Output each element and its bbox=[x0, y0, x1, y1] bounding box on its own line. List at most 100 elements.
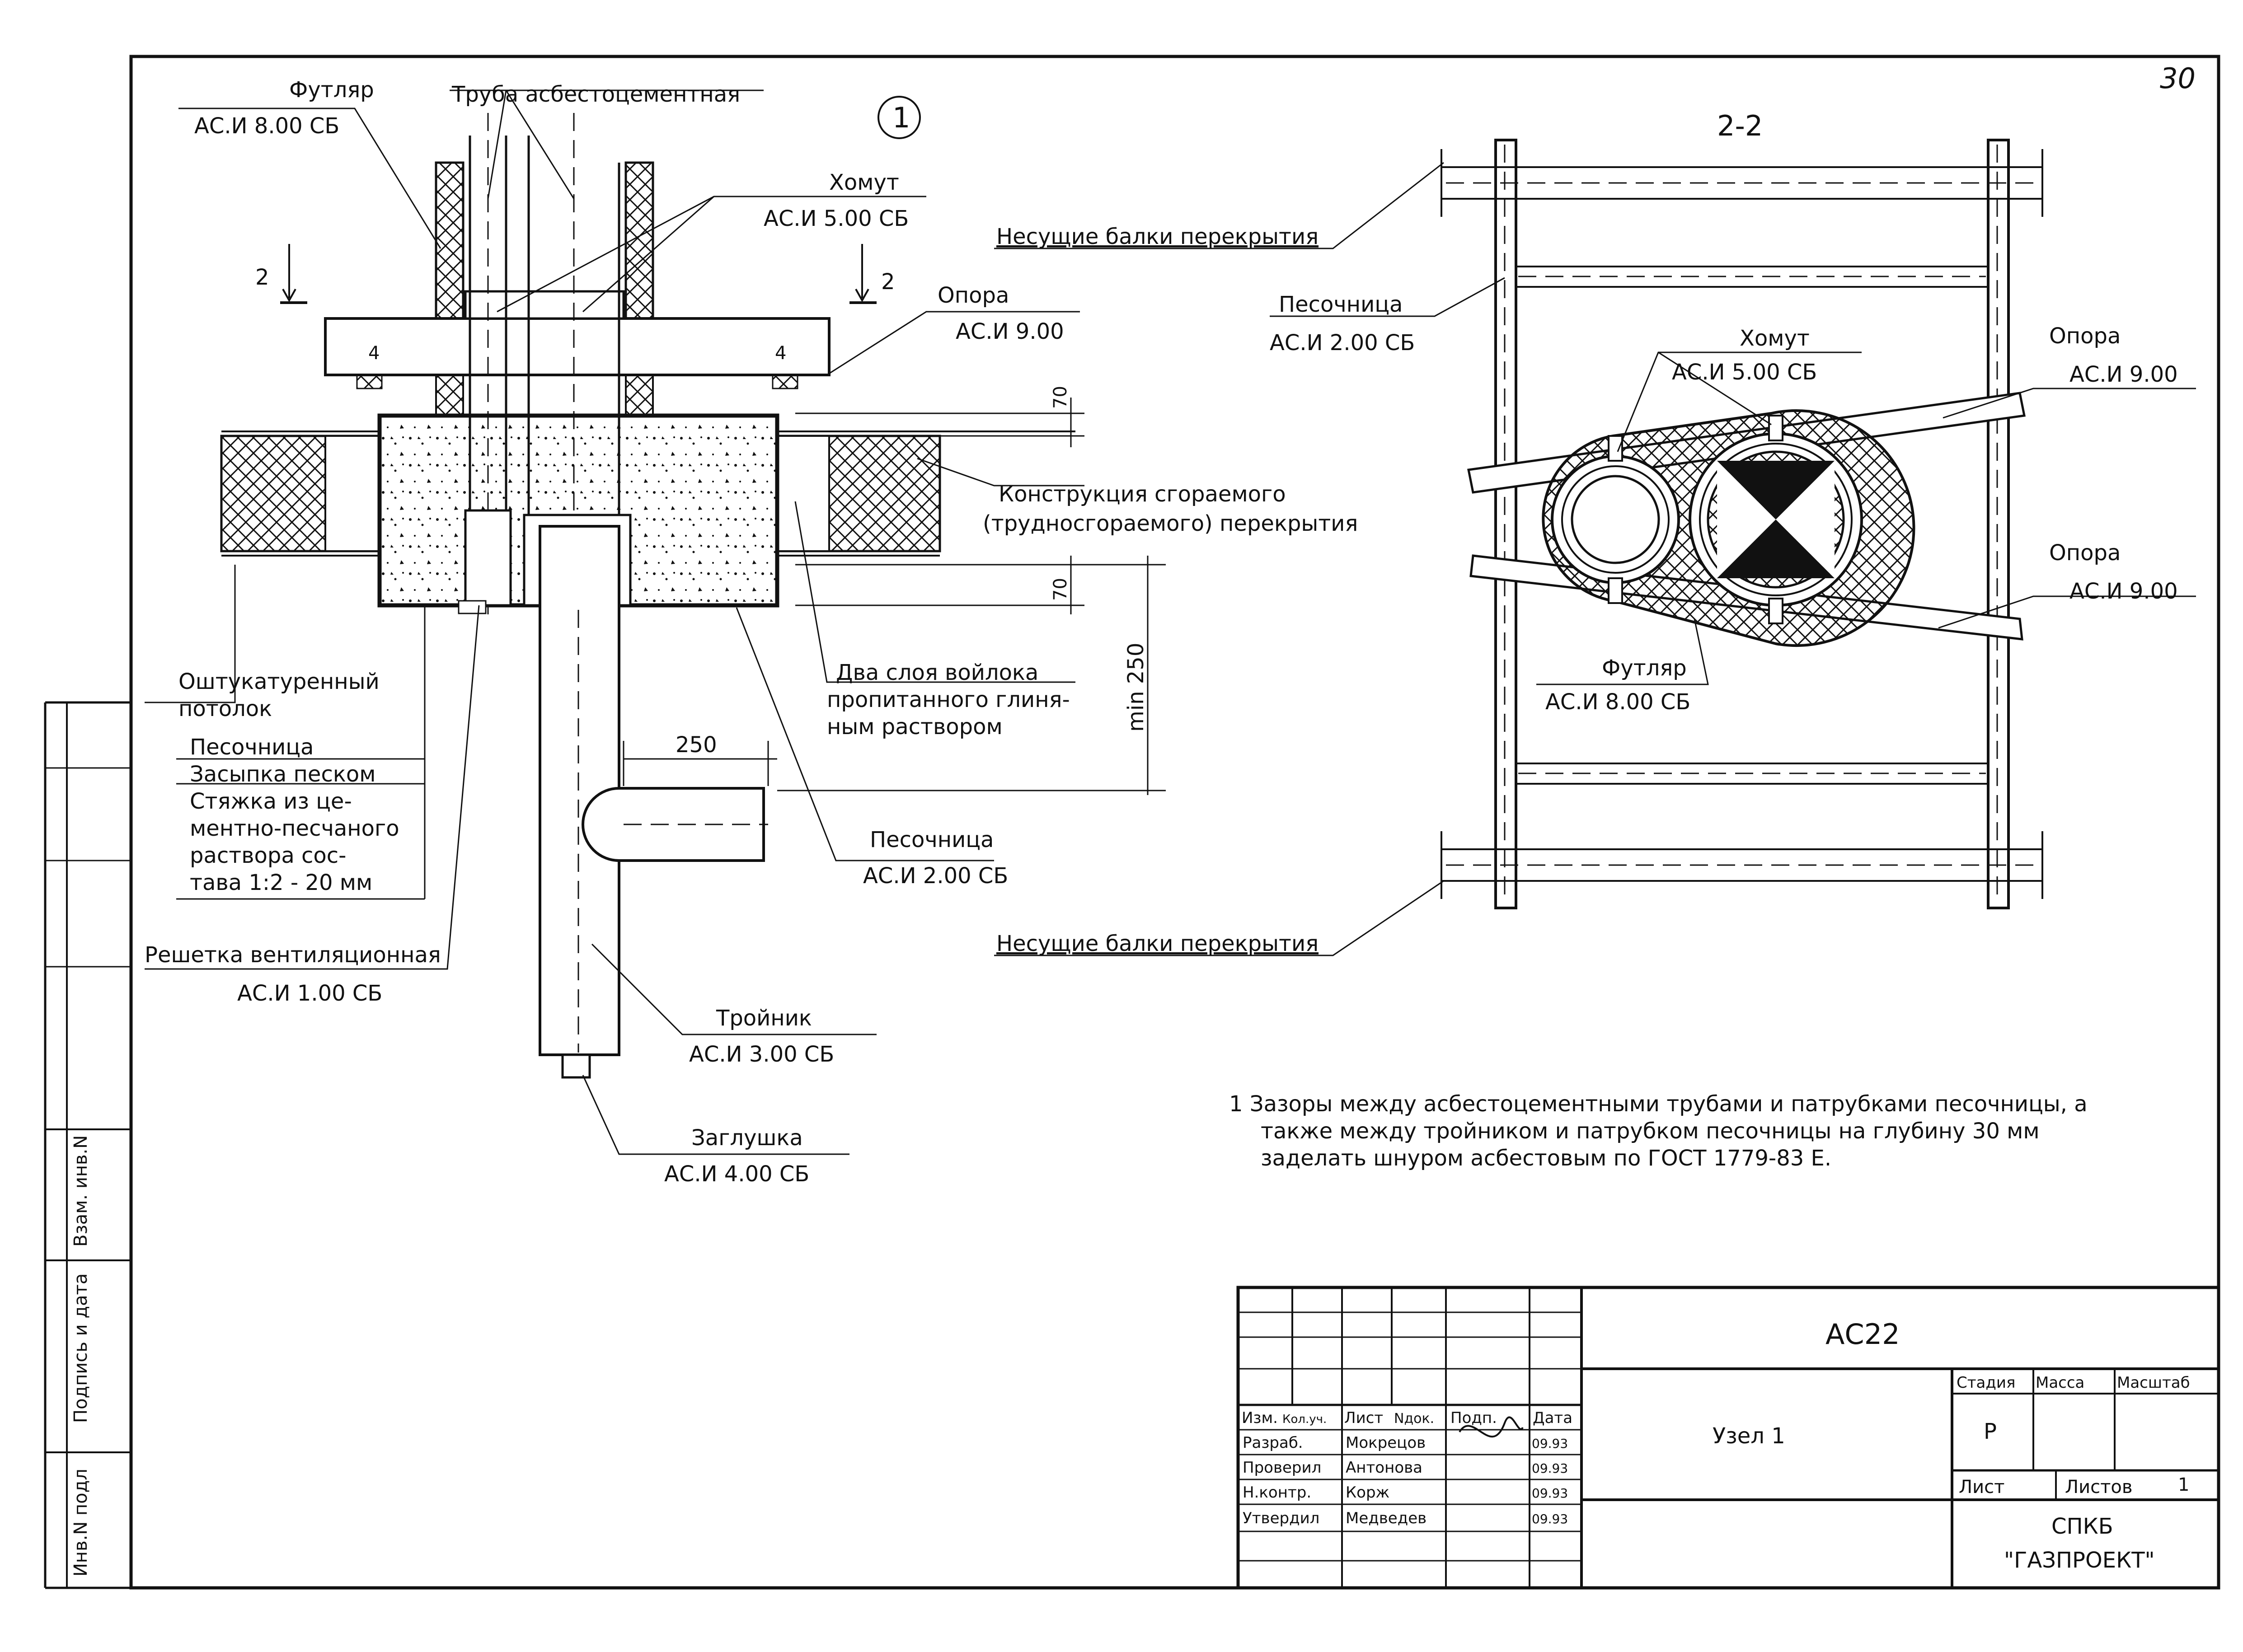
plan-label-nesushchie-top: Несущие балки перекрытия bbox=[996, 224, 1319, 249]
tb-org-2: "ГАЗПРОЕКТ" bbox=[2004, 1548, 2155, 1573]
stamp-vzam: Взам. инв.N bbox=[70, 1135, 91, 1247]
support-plate bbox=[324, 317, 831, 376]
tb-mass-header: Масса bbox=[2036, 1374, 2084, 1392]
casing-left bbox=[435, 161, 465, 320]
label-opora-code: АС.И 9.00 bbox=[956, 319, 1064, 344]
beam-left bbox=[324, 435, 380, 552]
plan-label-nesushchie-bottom: Несущие балки перекрытия bbox=[996, 931, 1319, 956]
label-truba: Труба асбестоцементная bbox=[451, 82, 740, 107]
label-dva-sloya-1: Два слоя войлока bbox=[836, 660, 1038, 685]
label-pesoch-1: Песочница bbox=[190, 735, 314, 760]
clamp bbox=[464, 290, 625, 320]
label-pesoch-2: Песочница bbox=[870, 827, 994, 852]
tb-col-list: Лист bbox=[1344, 1409, 1383, 1427]
plug bbox=[561, 1053, 591, 1079]
note-line-2: также между тройником и патрубком песочн… bbox=[1261, 1118, 2040, 1144]
tb-col-ndok: Nдок. bbox=[1394, 1411, 1434, 1427]
label-styazhka-1: Стяжка из це- bbox=[190, 789, 352, 814]
dim-70-bottom: 70 bbox=[1050, 578, 1071, 601]
label-troynik-code: АС.И 3.00 СБ bbox=[689, 1042, 834, 1067]
beam-vertical-left bbox=[1494, 139, 1517, 909]
general-note: 1 Зазоры между асбестоцементными трубами… bbox=[1229, 1091, 2088, 1171]
stamp-inv: Инв.N подл bbox=[70, 1469, 91, 1577]
plan-label-pesochnitsa-code: АС.И 2.00 СБ bbox=[1270, 330, 1415, 356]
plan-label-pesochnitsa: Песочница bbox=[1279, 292, 1403, 317]
label-zasypka: Засыпка песком bbox=[190, 762, 375, 787]
tb-sheets-header: Листов bbox=[2065, 1477, 2132, 1498]
section-drawing: 1 4 4 bbox=[145, 77, 1358, 1187]
title-block bbox=[1236, 1286, 2220, 1590]
tb-sheet-header: Лист bbox=[1959, 1477, 2004, 1498]
label-reshetka-code: АС.И 1.00 СБ bbox=[237, 981, 382, 1006]
label-shtuk-1: Оштукатуренный bbox=[178, 669, 380, 694]
tb-role-4: Утвердил bbox=[1243, 1509, 1319, 1527]
dim-250: 250 bbox=[676, 732, 717, 758]
label-styazhka-4: тава 1:2 - 20 мм bbox=[190, 870, 372, 895]
tb-date-1: 09.93 bbox=[1532, 1436, 1568, 1451]
plan-label-khomut-code: АС.И 5.00 СБ bbox=[1672, 360, 1817, 385]
sheet-frame bbox=[44, 55, 2220, 1590]
note-line-1: 1 Зазоры между асбестоцементными трубами… bbox=[1229, 1091, 2088, 1117]
signature-mark bbox=[1459, 1416, 1524, 1438]
tb-code: АС22 bbox=[1825, 1318, 1900, 1351]
tb-name-2: Антонова bbox=[1346, 1459, 1422, 1477]
plan-label-futlyar: Футляр bbox=[1602, 655, 1687, 681]
tb-date-3: 09.93 bbox=[1532, 1486, 1568, 1501]
stamp-podp: Подпись и дата bbox=[70, 1273, 91, 1423]
tb-stage-header: Стадия bbox=[1957, 1374, 2015, 1392]
tee-branch bbox=[582, 787, 765, 862]
label-opora: Опора bbox=[938, 283, 1009, 308]
dim-70-top: 70 bbox=[1050, 386, 1071, 409]
label-dva-sloya-2: пропитанного глиня- bbox=[827, 687, 1070, 712]
plan-label-opora-bottom: Опора bbox=[2049, 540, 2121, 566]
tb-name-4: Медведев bbox=[1346, 1509, 1427, 1527]
tb-name-3: Корж bbox=[1346, 1484, 1389, 1502]
label-zaglushka-code: АС.И 4.00 СБ bbox=[664, 1161, 809, 1187]
grille-nozzle bbox=[464, 509, 512, 607]
side-stamp: Взам. инв.N Подпись и дата Инв.N подл bbox=[70, 1135, 91, 1577]
tb-date-4: 09.93 bbox=[1532, 1512, 1568, 1526]
beam-vertical-right bbox=[1987, 139, 2010, 909]
cut-label-left: 2 bbox=[255, 265, 269, 290]
label-styazhka-3: раствора сос- bbox=[190, 843, 347, 868]
tb-col-kol: Кол.уч. bbox=[1282, 1413, 1327, 1426]
cut-label-right: 2 bbox=[881, 269, 895, 295]
tb-col-data: Дата bbox=[1533, 1409, 1572, 1427]
label-troynik: Тройник bbox=[716, 1006, 812, 1031]
label-shtuk-2: потолок bbox=[178, 696, 272, 721]
label-khomut-code: АС.И 5.00 СБ bbox=[764, 206, 909, 231]
beam-mark-right: 4 bbox=[775, 343, 786, 364]
plan-label-opora-bottom-code: АС.И 9.00 bbox=[2069, 579, 2178, 604]
label-pesoch-2-code: АС.И 2.00 СБ bbox=[863, 863, 1008, 889]
plan-label-futlyar-code: АС.И 8.00 СБ bbox=[1545, 689, 1690, 715]
plan-label-opora-top-code: АС.И 9.00 bbox=[2069, 362, 2178, 387]
tb-name: Узел 1 bbox=[1713, 1423, 1785, 1449]
tb-date-2: 09.93 bbox=[1532, 1461, 1568, 1476]
tb-sheets: 1 bbox=[2178, 1474, 2189, 1495]
dim-min-250: min 250 bbox=[1123, 643, 1149, 732]
sheet-number: 30 bbox=[2160, 62, 2196, 95]
label-reshetka: Решетка вентиляционная bbox=[145, 942, 441, 968]
label-futlyar: Футляр bbox=[289, 77, 374, 103]
plan-view: 2-2 bbox=[994, 109, 2196, 956]
label-zaglushka: Заглушка bbox=[691, 1125, 803, 1151]
beam-mark-left: 4 bbox=[368, 343, 380, 364]
plan-label-khomut: Хомут bbox=[1740, 326, 1810, 351]
tb-col-podp: Подп. bbox=[1450, 1409, 1497, 1427]
label-konstr-1: Конструкция сгораемого bbox=[999, 482, 1286, 507]
tb-stage: Р bbox=[1984, 1419, 1997, 1444]
beam-right bbox=[776, 435, 830, 552]
label-futlyar-code: АС.И 8.00 СБ bbox=[194, 113, 339, 139]
section-title: 2-2 bbox=[1717, 109, 1763, 142]
label-dva-sloya-3: ным раствором bbox=[827, 714, 1003, 739]
label-khomut: Хомут bbox=[829, 170, 899, 195]
note-line-3: заделать шнуром асбестовым по ГОСТ 1779-… bbox=[1261, 1146, 1831, 1171]
tb-role-1: Разраб. bbox=[1243, 1434, 1303, 1452]
plan-label-opora-top: Опора bbox=[2049, 323, 2121, 349]
section-marker-circle bbox=[877, 96, 921, 139]
title-block-text: АС22 Узел 1 Стадия Масса Масштаб Р Лист … bbox=[1242, 1318, 2190, 1573]
tb-name-1: Мокрецов bbox=[1346, 1434, 1426, 1452]
tb-role-2: Проверил bbox=[1243, 1459, 1321, 1477]
label-konstr-2: (трудносгораемого) перекрытия bbox=[983, 511, 1358, 536]
label-styazhka-2: ментно-песчаного bbox=[190, 816, 399, 841]
